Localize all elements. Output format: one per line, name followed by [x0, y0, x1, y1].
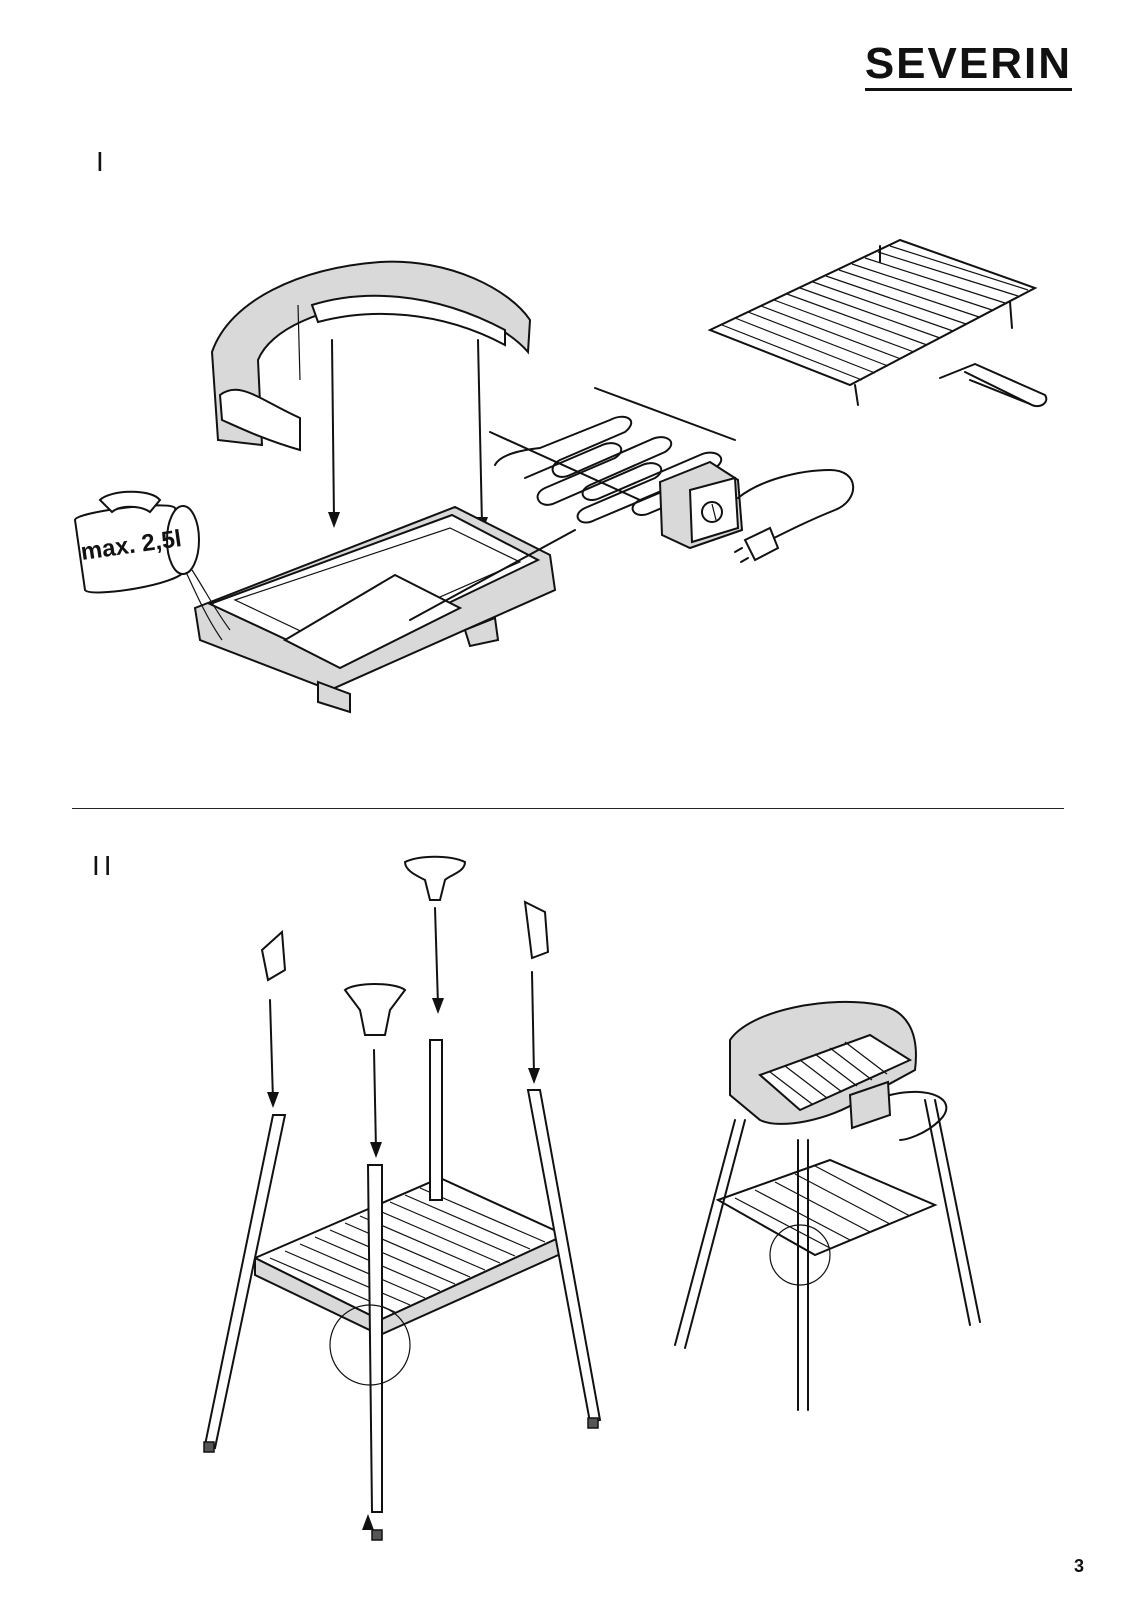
- stand-parts-illustration: [262, 857, 548, 1158]
- thermostat-control-illustration: [660, 462, 853, 562]
- grate-lifter-illustration: [940, 364, 1046, 406]
- assembled-grill-illustration: [675, 1002, 980, 1410]
- drip-tray-illustration: [195, 507, 575, 712]
- windshield-arrows: [328, 340, 488, 533]
- grill-grate-illustration: [710, 240, 1035, 405]
- exploded-stand-illustration: [204, 1040, 600, 1540]
- windshield-illustration: [212, 262, 530, 450]
